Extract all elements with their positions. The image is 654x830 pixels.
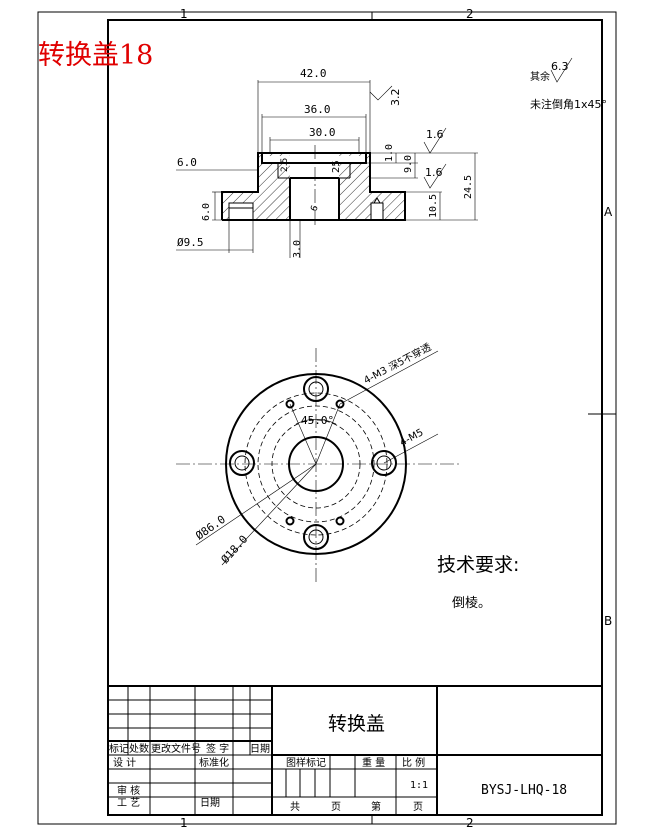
roughness-label: 其余: [530, 70, 550, 83]
dim-42: 42.0: [257, 67, 371, 153]
requirements-title: 技术要求:: [437, 554, 519, 576]
bolt-hole-bottom: [303, 524, 329, 550]
total-label: 共: [290, 801, 300, 813]
design-label: 设 计: [113, 756, 136, 769]
svg-text:42.0: 42.0: [300, 67, 327, 80]
roughness-note: 其余 6.3 未注倒角1x45°: [530, 57, 607, 111]
rev-col-doc: 更改文件号: [151, 742, 201, 755]
zone-right-b: B: [604, 614, 612, 628]
bolt-hole-right: [371, 450, 397, 476]
roughness-3-2: 3.2: [369, 85, 402, 107]
roughness-value: 6.3: [551, 60, 569, 73]
zone-bottom-1: 1: [180, 816, 188, 830]
rev-col-count: 处数: [129, 742, 149, 755]
zone-top-2: 2: [466, 7, 474, 21]
dim-6-left: 6.0: [176, 156, 258, 171]
angle-label: 45.0°: [301, 414, 334, 427]
svg-text:Ø9.5: Ø9.5: [177, 236, 204, 249]
bolt-hole-left: [229, 450, 255, 476]
section-view: 25 2.5 6 42.0 36.0 30.0 3.2: [176, 67, 478, 258]
chamfer-note: 未注倒角1x45°: [530, 97, 607, 111]
label-angle-2: 2.5: [280, 158, 290, 172]
dim-6-vert: 6.0: [201, 191, 229, 221]
threaded-holes: [285, 399, 345, 526]
dim-3: 3.0: [289, 220, 303, 258]
dim-d9-5: Ø9.5: [176, 220, 254, 253]
d86-callout: Ø86.0: [193, 513, 228, 543]
dim-30: 30.0: [269, 126, 360, 153]
sheet-word-1: 页: [331, 801, 341, 813]
scale-value: 1:1: [410, 780, 428, 791]
zone-bottom-2: 2: [466, 816, 474, 830]
page-no-label: 第: [371, 800, 381, 813]
dim-36: 36.0: [261, 103, 367, 153]
part-name: 转换盖: [328, 713, 385, 735]
center-bore-circle: [288, 436, 344, 492]
scale-label: 比 例: [402, 756, 425, 769]
svg-text:1.6: 1.6: [426, 128, 444, 141]
svg-text:6.0: 6.0: [177, 156, 197, 169]
svg-text:10.5: 10.5: [428, 194, 439, 218]
process-label: 工 艺: [117, 797, 140, 809]
rev-col-mark: 标记: [109, 743, 129, 755]
svg-text:1.6: 1.6: [425, 166, 443, 179]
inner-border: [107, 19, 603, 816]
sheet-title: 转换盖18: [38, 40, 153, 71]
svg-text:24.5: 24.5: [463, 175, 474, 199]
svg-text:6.0: 6.0: [201, 203, 212, 221]
m5-callout: 4-M5: [398, 427, 425, 448]
zone-top-1: 1: [180, 7, 188, 21]
rev-col-date: 日期: [250, 743, 270, 755]
weight-label: 重 量: [362, 756, 385, 769]
standardize-label: 标准化: [199, 756, 229, 769]
drawing-number: BYSJ-LHQ-18: [481, 783, 567, 798]
title-block: 转换盖 标记 处数 更改文件号 签 字 日期 设 计 标准化 审 核 工 艺 日…: [107, 685, 603, 816]
svg-text:3.0: 3.0: [292, 240, 303, 258]
svg-text:36.0: 36.0: [304, 103, 331, 116]
dim-right: 1.0 9.0 10.5 24.5 1.6 1.6: [366, 127, 478, 221]
stage-mark-label: 图样标记: [286, 756, 326, 769]
outer-border: [37, 11, 617, 825]
date-label: 日期: [200, 797, 220, 809]
svg-text:9.0: 9.0: [403, 155, 414, 173]
m3-callout: 4-M3 深5不穿透: [361, 340, 433, 386]
svg-text:3.2: 3.2: [389, 89, 402, 107]
svg-text:30.0: 30.0: [309, 126, 336, 139]
svg-text:1.0: 1.0: [384, 144, 395, 162]
label-small-6: 6: [309, 204, 320, 213]
plan-view: 45.0° 4-M3 深5不穿透 4-M5 Ø86.0 Ø18.0: [176, 340, 462, 582]
zone-right-a: A: [604, 205, 613, 219]
rev-col-sign: 签 字: [206, 742, 229, 755]
bolt-hole-top: [303, 376, 329, 402]
review-label: 审 核: [117, 784, 140, 797]
label-angle-25: 25: [331, 160, 342, 173]
outer-flange-circle: [225, 373, 407, 555]
requirements-item: 倒棱。: [452, 595, 491, 611]
zone-marks: 1 2 1 2 A B: [180, 7, 616, 830]
d18-callout: Ø18.0: [219, 533, 251, 566]
page-word: 页: [413, 801, 423, 813]
